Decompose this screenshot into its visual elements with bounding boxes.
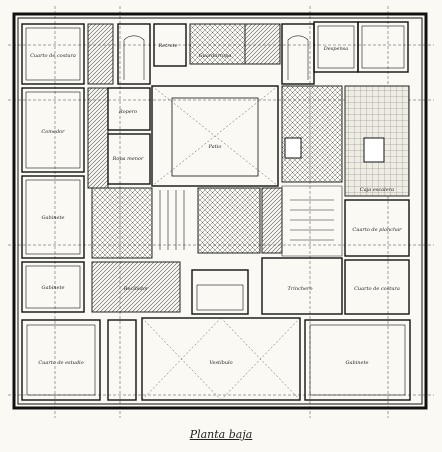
label-cuarto-costura-2: Cuarto de costura	[354, 286, 400, 292]
label-trinchero: Trinchero	[288, 286, 313, 292]
label-vestibulo: Vestíbulo	[209, 359, 232, 366]
label-recibidor: Recibidor	[123, 286, 149, 292]
outer-wall	[12, 12, 428, 410]
label-caja-escalera: Caja escalera	[360, 187, 394, 193]
label-cuarto-estudio: Cuarto de estudio	[38, 360, 83, 366]
label-retrete: Retrete	[157, 43, 177, 49]
label-ropa-menor: Ropa menor	[112, 156, 144, 162]
label-ropero: Ropero	[118, 109, 137, 115]
label-patio: Patio	[208, 144, 222, 150]
label-gabinete-2: Gabinete	[42, 285, 65, 291]
label-cuarto-planchar: Cuarto de planchar	[352, 227, 402, 233]
label-comedor: Comedor	[41, 129, 65, 135]
label-despensa: Despensa	[323, 46, 348, 52]
label-gabinete-3: Gabinete	[346, 360, 369, 366]
label-gabinete-1: Gabinete	[42, 215, 65, 221]
label-guardarropa: Guardarropa	[199, 53, 232, 59]
plan-caption: Planta baja	[189, 428, 253, 441]
label-cuarto-costura: Cuarto de costura	[30, 53, 76, 59]
